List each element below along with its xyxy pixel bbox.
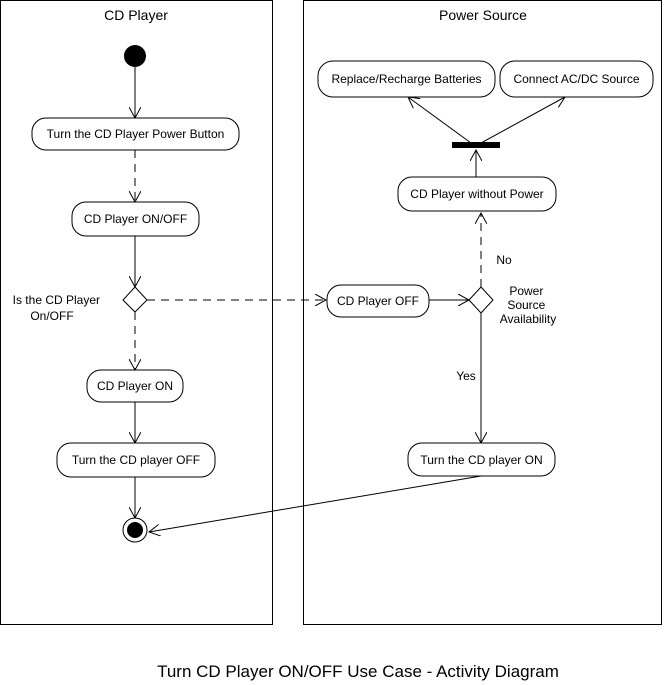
guard-yes: Yes: [456, 369, 476, 383]
decision-is-on-off: [122, 286, 148, 313]
activity-cd-player-on: [86, 369, 184, 403]
fork-bar: [452, 142, 500, 148]
activity-cd-player-off-label: CD Player OFF: [337, 294, 419, 308]
activity-turn-player-on-label: Turn the CD player ON: [420, 453, 542, 467]
diagram-caption: Turn CD Player ON/OFF Use Case - Activit…: [157, 662, 559, 681]
lane-title-cd-player: CD Player: [104, 7, 168, 23]
decision-power-availability-label: Power Source Availability: [500, 284, 556, 326]
decision-is-on-off-label: Is the CD Player On/OFF: [13, 293, 104, 323]
activity-without-power: [397, 176, 557, 212]
lane-power-source: [303, 0, 662, 625]
activity-replace-batteries: [317, 60, 496, 98]
edge-fork-to-batteries: [408, 97, 472, 144]
guard-no: No: [496, 253, 512, 267]
activity-cd-player-off: [326, 284, 430, 318]
activity-turn-player-off: [56, 442, 216, 478]
activity-turn-player-on: [407, 442, 556, 477]
edge-turn-on-to-final: [149, 475, 482, 532]
activity-connect-source: [499, 60, 654, 98]
activity-connect-source-label: Connect AC/DC Source: [513, 72, 639, 86]
activity-cd-player-onoff: [71, 201, 200, 237]
activity-replace-batteries-label: Replace/Recharge Batteries: [331, 72, 481, 86]
decision-power-availability: [468, 286, 494, 314]
activity-without-power-label: CD Player without Power: [410, 187, 543, 201]
activity-turn-player-off-label: Turn the CD player OFF: [72, 453, 200, 467]
activity-turn-power-button: [31, 117, 240, 151]
lane-title-power-source: Power Source: [439, 7, 527, 23]
activity-cd-player-onoff-label: CD Player ON/OFF: [84, 212, 187, 226]
edge-fork-to-ac-dc: [480, 97, 565, 144]
activity-cd-player-on-label: CD Player ON: [97, 379, 173, 393]
final-node-core: [127, 522, 143, 538]
initial-node: [124, 45, 146, 67]
lane-cd-player: [0, 0, 273, 625]
activity-turn-power-button-label: Turn the CD Player Power Button: [47, 127, 225, 141]
